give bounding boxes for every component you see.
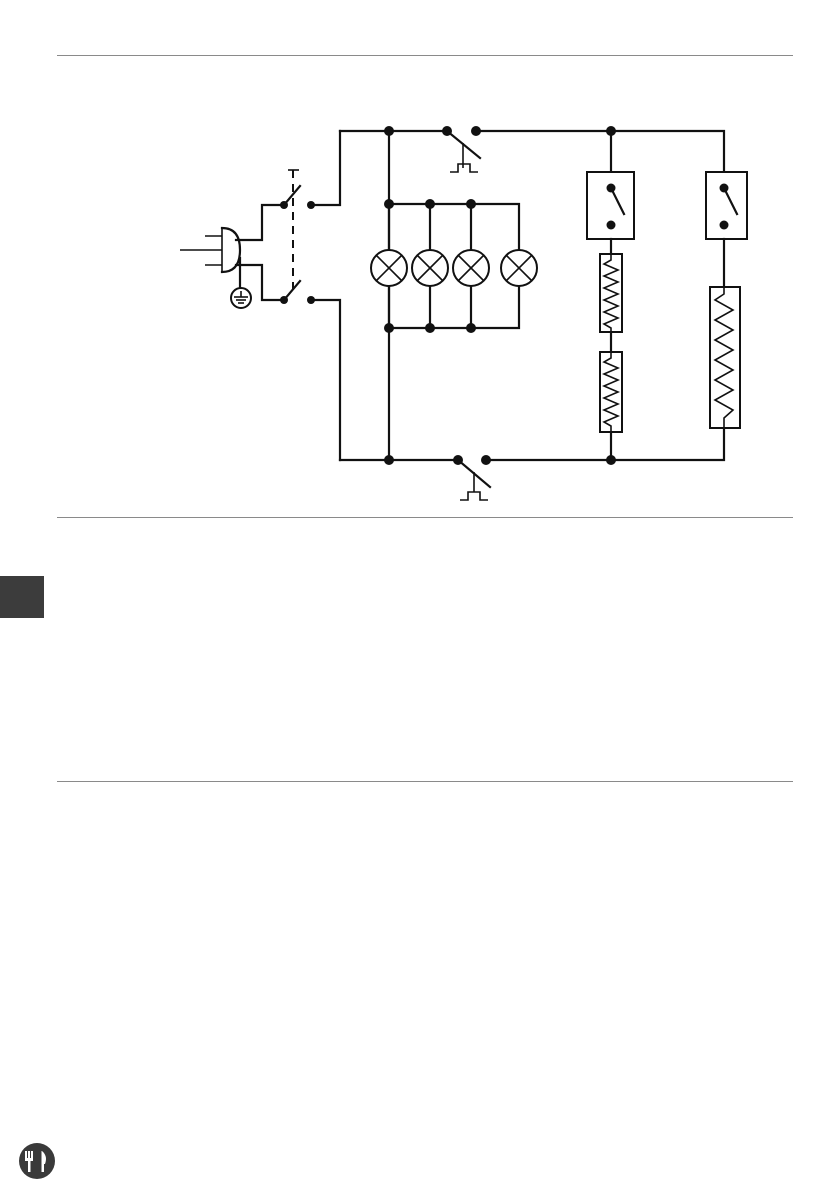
heating-element-icon xyxy=(600,352,622,432)
lamp-icon xyxy=(412,250,448,286)
lamp-icon xyxy=(453,250,489,286)
lamp-icon xyxy=(371,250,407,286)
lamp-icon xyxy=(501,250,537,286)
thermostat-icon xyxy=(587,172,634,239)
lamp-bank xyxy=(371,199,537,333)
cutlery-icon xyxy=(18,1142,56,1180)
double-pole-switch-icon xyxy=(280,131,340,460)
section-tab xyxy=(0,576,44,618)
heating-element-icon xyxy=(600,254,622,332)
thermostat-icon xyxy=(706,172,747,239)
mains-plug-icon xyxy=(180,205,280,300)
door-switch-icon xyxy=(442,126,481,172)
heating-element-icon xyxy=(710,287,740,428)
wiring-diagram xyxy=(0,0,840,520)
door-switch-icon xyxy=(453,455,491,500)
bottom-divider xyxy=(57,781,793,782)
